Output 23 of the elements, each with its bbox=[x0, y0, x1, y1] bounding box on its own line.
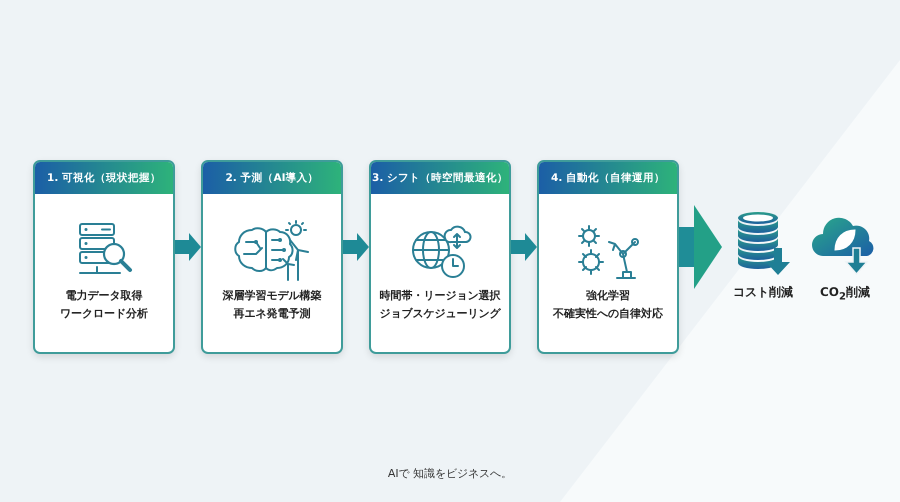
step-description: 電力データ取得 bbox=[64, 288, 144, 303]
step-heading: 1. 可視化（現状把握） bbox=[35, 162, 173, 194]
step-heading: 3. シフト（時空間最適化） bbox=[371, 162, 509, 194]
outcome-label: コスト削減 bbox=[732, 284, 794, 301]
step-description: 強化学習 bbox=[585, 288, 631, 303]
step-description: 時間帯・リージョン選択 bbox=[378, 288, 502, 303]
outcome-label: CO$_{2}$削減 bbox=[819, 284, 871, 302]
step-description: 不確実性への自律対応 bbox=[552, 306, 664, 321]
step-heading: 4. 自動化（自律運用） bbox=[539, 162, 677, 194]
step-description: ワークロード分析 bbox=[59, 306, 149, 321]
step-description: ジョブスケジューリング bbox=[378, 306, 502, 321]
flow-arrow bbox=[343, 233, 369, 261]
step-card bbox=[537, 160, 679, 354]
step-heading: 2. 予測（AI導入） bbox=[203, 162, 341, 194]
step-card bbox=[201, 160, 343, 354]
flow-arrow bbox=[679, 205, 722, 289]
tagline: AIで 知識をビジネスへ。 bbox=[386, 466, 514, 481]
step-description: 再エネ発電予測 bbox=[232, 306, 312, 321]
step-card bbox=[33, 160, 175, 354]
step-description: 深層学習モデル構築 bbox=[222, 288, 322, 303]
flow-arrow bbox=[175, 233, 201, 261]
step-card bbox=[369, 160, 511, 354]
flow-arrow bbox=[511, 233, 537, 261]
